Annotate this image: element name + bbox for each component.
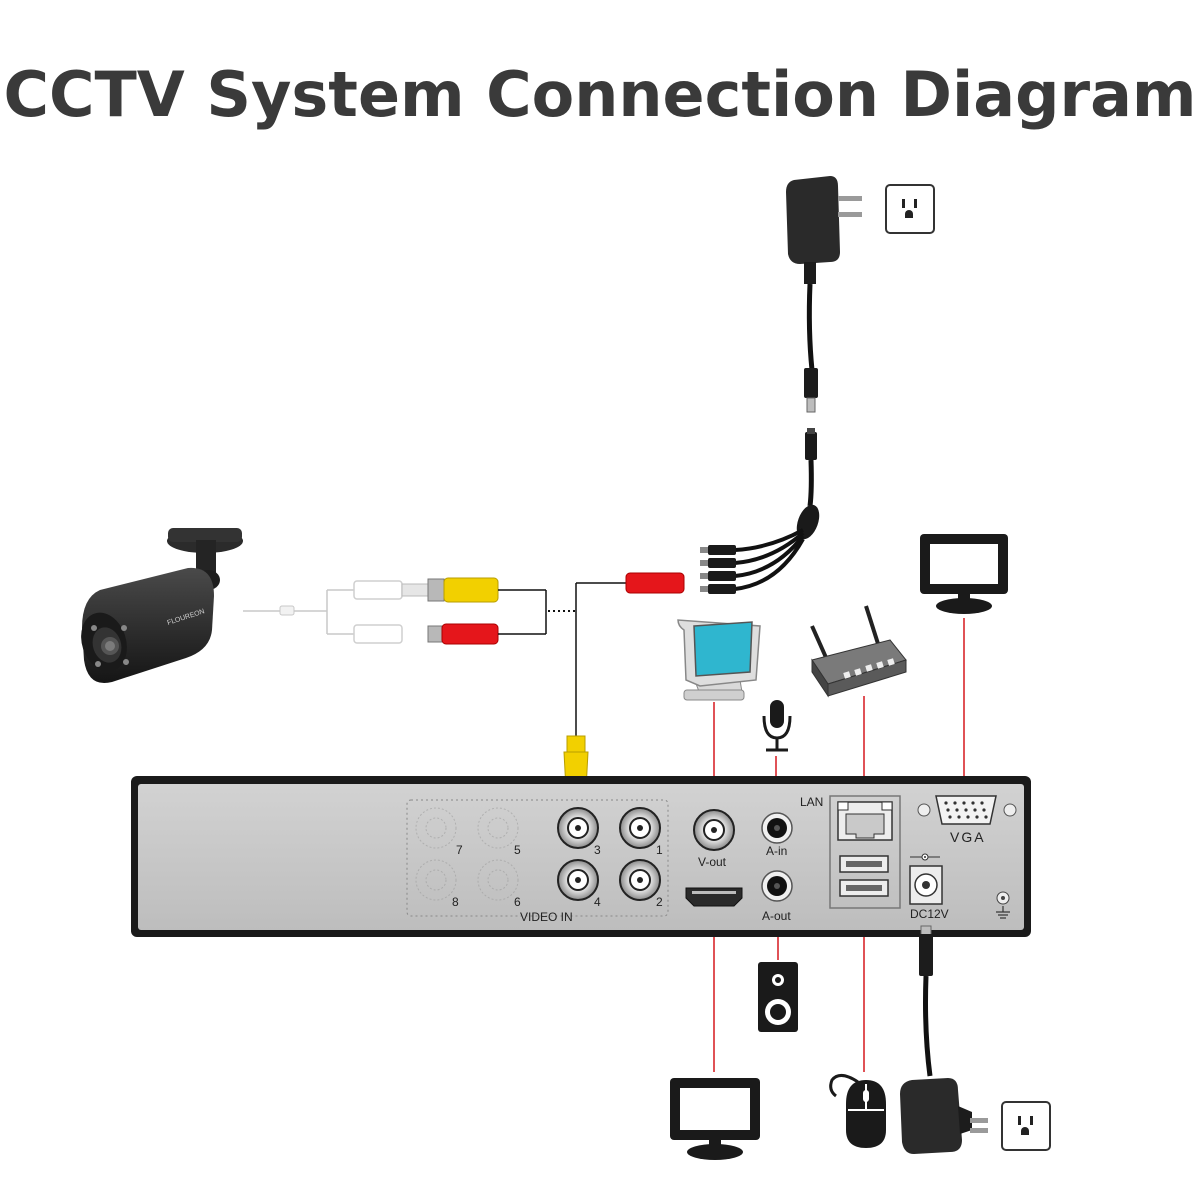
vga-label: VGA [950,829,986,845]
channel-label-4: 4 [594,895,601,909]
mouse-icon [829,1074,886,1148]
vga-port[interactable] [917,795,1017,825]
bnc-port-3[interactable] [557,807,599,849]
dc12v-label: DC12V [910,907,949,921]
red-rca-connector [427,623,499,645]
vout-bnc-port[interactable] [693,809,735,851]
bnc-port-1[interactable] [619,807,661,849]
video-in-group [406,799,669,917]
dvr-back-panel [131,776,1031,937]
white-bnc-connector [353,580,403,600]
audio-in-jack[interactable] [761,812,793,844]
channel-label-5: 5 [514,843,521,857]
channel-label-3: 3 [594,843,601,857]
hdmi-port[interactable] [685,887,743,907]
power-outlet-icon [1001,1101,1051,1151]
lan-usb-group [829,795,901,909]
microphone-icon [762,700,792,752]
bnc-port-2[interactable] [619,859,661,901]
video-in-label: VIDEO IN [520,910,573,924]
usb-port-2[interactable] [839,879,889,897]
lcd-monitor-icon [920,534,1008,614]
channel-label-7: 7 [456,843,463,857]
ground-icon [996,891,1010,919]
dc-plug [804,368,818,398]
channel-label-1: 1 [656,843,663,857]
usb-port-1[interactable] [839,855,889,873]
channel-label-8: 8 [452,895,459,909]
dc-polarity-icon [910,853,940,861]
audio-out-jack[interactable] [761,870,793,902]
lan-label: LAN [800,795,823,809]
crt-monitor-icon [677,619,761,701]
aout-label: A-out [762,909,791,923]
dc12v-power-port[interactable] [909,865,943,905]
speaker-icon [758,962,798,1032]
ain-label: A-in [766,844,787,858]
power-adapter-icon [786,176,862,284]
router-icon [810,605,907,698]
vout-label: V-out [698,855,727,869]
bottom-dc-plug [919,934,933,976]
channel-label-6: 6 [514,895,521,909]
white-dc-connector [353,624,403,644]
lan-port[interactable] [837,801,893,841]
bullet-camera-icon: FLOUREON [81,528,243,684]
yellow-rca-connector [427,577,499,603]
bnc-ports-faded [415,807,519,901]
lcd-monitor-icon [670,1078,760,1160]
power-outlet-icon [885,184,935,234]
power-adapter-icon [900,1078,988,1154]
power-splitter-cable-icon [700,428,820,594]
red-power-connector [625,572,685,594]
bnc-port-4[interactable] [557,859,599,901]
page-title: CCTV System Connection Diagram [3,58,1197,131]
channel-label-2: 2 [656,895,663,909]
